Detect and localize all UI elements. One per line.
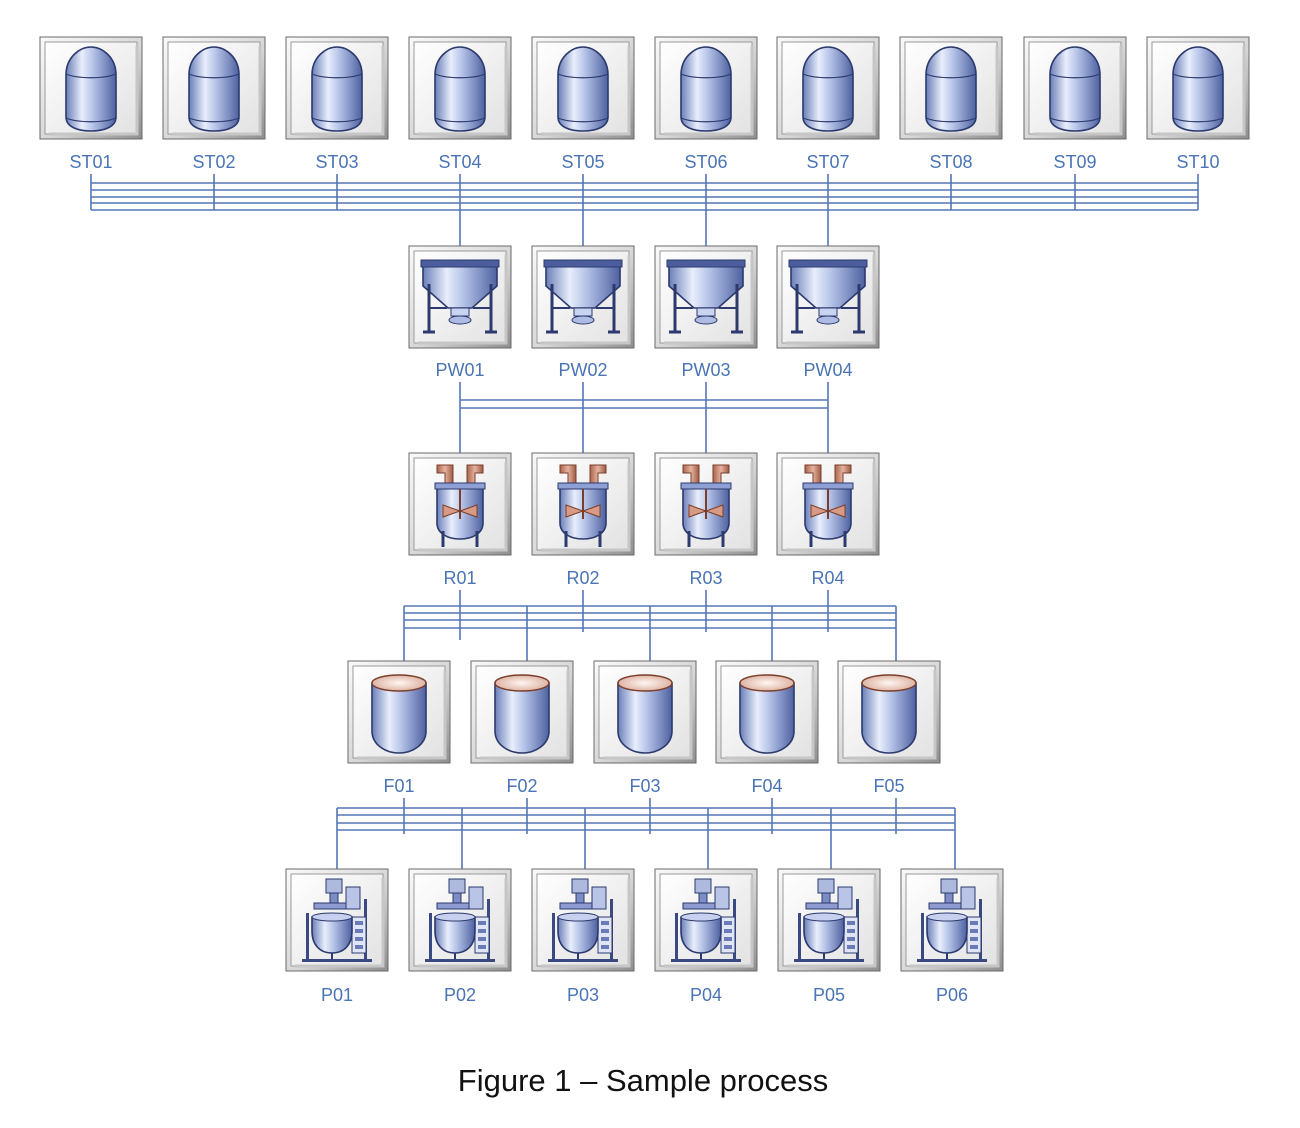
equipment-label: F02 [506, 776, 537, 796]
equipment-node[interactable]: ST10 [1146, 36, 1250, 172]
equipment-node[interactable]: ST06 [654, 36, 758, 172]
equipment-label: P06 [936, 985, 968, 1005]
figure-caption: Figure 1 – Sample process [458, 1063, 828, 1098]
equipment-nodes: ST01 ST02 ST03 ST04 ST05 ST06 ST07 ST08 ST09 ST10… [39, 36, 1250, 1005]
storage-tank-icon [1146, 36, 1250, 140]
equipment-label: ST09 [1053, 152, 1096, 172]
reactor-icon [408, 452, 512, 556]
storage-tank-icon [776, 36, 880, 140]
equipment-label: ST03 [315, 152, 358, 172]
equipment-node[interactable]: F03 [593, 660, 697, 796]
reactor-icon [531, 452, 635, 556]
equipment-node[interactable]: F01 [347, 660, 451, 796]
equipment-node[interactable]: ST09 [1023, 36, 1127, 172]
weigh-hopper-icon [654, 245, 758, 349]
weigh-hopper-icon [531, 245, 635, 349]
equipment-node[interactable]: ST07 [776, 36, 880, 172]
equipment-label: F05 [873, 776, 904, 796]
equipment-label: P05 [813, 985, 845, 1005]
equipment-label: ST01 [69, 152, 112, 172]
equipment-label: ST10 [1176, 152, 1219, 172]
storage-tank-icon [408, 36, 512, 140]
equipment-node[interactable]: ST08 [899, 36, 1003, 172]
weigh-hopper-icon [776, 245, 880, 349]
equipment-node[interactable]: ST03 [285, 36, 389, 172]
equipment-node[interactable]: R03 [654, 452, 758, 588]
equipment-node[interactable]: PW02 [531, 245, 635, 380]
packaging-machine-icon [531, 868, 635, 972]
equipment-label: P04 [690, 985, 722, 1005]
storage-tank-icon [162, 36, 266, 140]
equipment-label: F03 [629, 776, 660, 796]
equipment-label: PW02 [558, 360, 607, 380]
storage-tank-icon [39, 36, 143, 140]
equipment-node[interactable]: PW04 [776, 245, 880, 380]
equipment-label: P01 [321, 985, 353, 1005]
equipment-node[interactable]: PW01 [408, 245, 512, 380]
equipment-node[interactable]: R04 [776, 452, 880, 588]
equipment-node[interactable]: P03 [531, 868, 635, 1005]
equipment-node[interactable]: ST04 [408, 36, 512, 172]
storage-tank-icon [899, 36, 1003, 140]
equipment-label: R02 [566, 568, 599, 588]
equipment-node[interactable]: ST05 [531, 36, 635, 172]
storage-tank-icon [531, 36, 635, 140]
equipment-label: P03 [567, 985, 599, 1005]
equipment-node[interactable]: P06 [900, 868, 1004, 1005]
equipment-label: ST05 [561, 152, 604, 172]
equipment-label: P02 [444, 985, 476, 1005]
equipment-label: F04 [751, 776, 782, 796]
weigh-hopper-icon [408, 245, 512, 349]
equipment-label: R03 [689, 568, 722, 588]
equipment-node[interactable]: R01 [408, 452, 512, 588]
equipment-label: ST08 [929, 152, 972, 172]
packaging-machine-icon [408, 868, 512, 972]
equipment-label: F01 [383, 776, 414, 796]
equipment-label: R04 [811, 568, 844, 588]
storage-tank-icon [654, 36, 758, 140]
pipe-network [90, 174, 1199, 869]
filler-tank-icon [837, 660, 941, 764]
equipment-node[interactable]: ST01 [39, 36, 143, 172]
equipment-label: ST06 [684, 152, 727, 172]
equipment-label: ST02 [192, 152, 235, 172]
equipment-node[interactable]: F05 [837, 660, 941, 796]
reactor-icon [654, 452, 758, 556]
equipment-node[interactable]: F02 [470, 660, 574, 796]
storage-tank-icon [285, 36, 389, 140]
packaging-machine-icon [777, 868, 881, 972]
equipment-label: ST04 [438, 152, 481, 172]
equipment-node[interactable]: PW03 [654, 245, 758, 380]
filler-tank-icon [347, 660, 451, 764]
equipment-node[interactable]: R02 [531, 452, 635, 588]
equipment-node[interactable]: P04 [654, 868, 758, 1005]
equipment-label: ST07 [806, 152, 849, 172]
equipment-node[interactable]: P02 [408, 868, 512, 1005]
equipment-label: PW04 [803, 360, 852, 380]
filler-tank-icon [470, 660, 574, 764]
packaging-machine-icon [654, 868, 758, 972]
reactor-icon [776, 452, 880, 556]
storage-tank-icon [1023, 36, 1127, 140]
equipment-node[interactable]: F04 [715, 660, 819, 796]
equipment-node[interactable]: P01 [285, 868, 389, 1005]
packaging-machine-icon [285, 868, 389, 972]
packaging-machine-icon [900, 868, 1004, 972]
filler-tank-icon [593, 660, 697, 764]
equipment-node[interactable]: ST02 [162, 36, 266, 172]
equipment-label: R01 [443, 568, 476, 588]
equipment-label: PW01 [435, 360, 484, 380]
equipment-label: PW03 [681, 360, 730, 380]
filler-tank-icon [715, 660, 819, 764]
equipment-node[interactable]: P05 [777, 868, 881, 1005]
